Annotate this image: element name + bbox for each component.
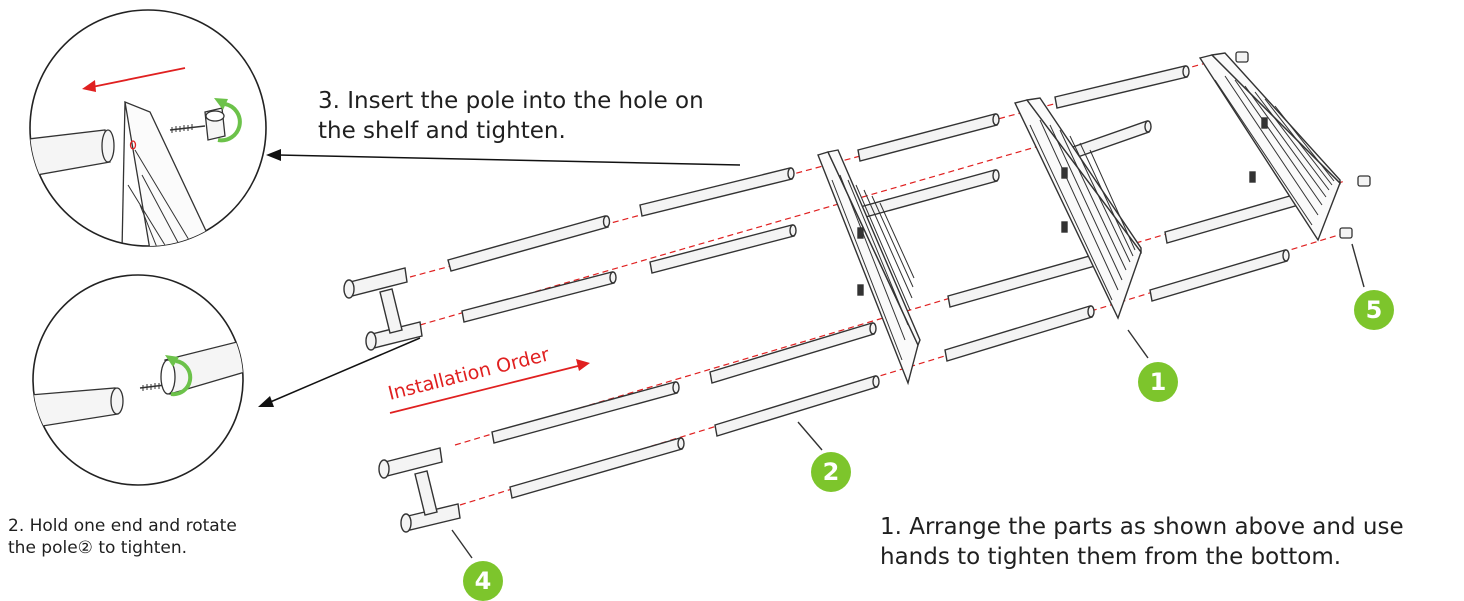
shelf-panel-left [817,149,921,386]
leader-arrow-top [266,149,741,166]
foot-connector-upper [343,267,423,351]
arrow-right-icon [389,364,583,414]
step-3-caption: 3. Insert the pole into the hole on the … [318,88,704,145]
step-2-caption: 2. Hold one end and rotate the pole② to … [8,516,237,559]
shelf-panel-middle [1013,97,1142,320]
badge-leaders [451,243,1365,559]
poles [447,65,1305,499]
foot-connector-lower [378,447,461,533]
step-1-caption: 1. Arrange the parts as shown above and … [880,514,1404,571]
part-badge-4: 4 [463,561,503,601]
installation-order-label: Installation Order [386,343,590,414]
end-caps [1235,51,1371,239]
leader-arrow-bottom [258,337,421,407]
rotate-arrow-icon [214,98,242,143]
part-badge-5: 5 [1354,290,1394,330]
detail-circle-rotate [32,274,244,486]
detail-circle-insert [29,9,267,247]
part-badge-1: 1 [1138,362,1178,402]
shelf-panel-right [1198,52,1341,242]
installation-order-text: Installation Order [386,343,552,404]
rotate-arrow-icon [165,355,193,397]
part-badge-2: 2 [811,452,851,492]
